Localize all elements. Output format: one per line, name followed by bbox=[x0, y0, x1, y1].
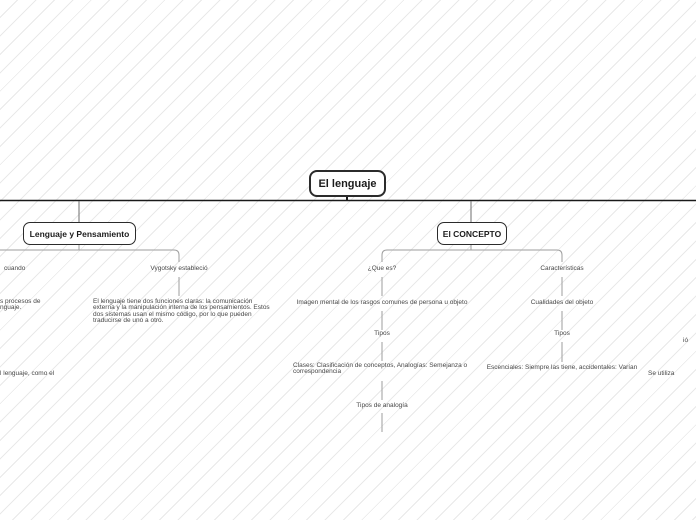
node-caracteristicas[interactable]: Características bbox=[540, 265, 584, 272]
root-node-el-lenguaje[interactable]: El lenguaje bbox=[309, 170, 386, 197]
node-clases-analogias[interactable]: Clases: Clasificación de conceptos, Anal… bbox=[293, 362, 468, 376]
node-que-es[interactable]: ¿Que es? bbox=[367, 265, 397, 272]
node-tipos-concepto[interactable]: Tipos bbox=[374, 330, 390, 337]
node-fragment-lenguaje-como-el[interactable]: l lenguaje, como el bbox=[0, 370, 55, 377]
node-tipos-de-analogia[interactable]: Tipos de analogía bbox=[356, 402, 408, 409]
node-vygotsky-detail[interactable]: El lenguaje tiene dos funciones claras: … bbox=[93, 298, 270, 324]
branch-node-el-concepto[interactable]: El CONCEPTO bbox=[437, 222, 507, 245]
branch-node-lenguaje-y-pensamiento[interactable]: Lenguaje y Pensamiento bbox=[23, 222, 136, 245]
node-fragment-right-mid[interactable]: ió bbox=[683, 337, 689, 344]
node-tipos-caracteristicas[interactable]: Tipos bbox=[554, 330, 570, 337]
node-fragment-cuando[interactable]: cuando bbox=[4, 265, 26, 272]
node-vygotsky-establecio[interactable]: Vygotsky estableció bbox=[150, 265, 208, 272]
node-fragment-se-utiliza[interactable]: Se utiliza bbox=[648, 370, 675, 377]
node-imagen-mental[interactable]: Imagen mental de los rasgos comunes de p… bbox=[296, 299, 468, 306]
node-fragment-procesos[interactable]: s procesos de nguaje. bbox=[0, 298, 41, 312]
node-cualidades-del-objeto[interactable]: Cualidades del objeto bbox=[530, 299, 594, 306]
node-escenciales-accidentales[interactable]: Escenciales: Siempre las tiene, accident… bbox=[486, 364, 638, 371]
